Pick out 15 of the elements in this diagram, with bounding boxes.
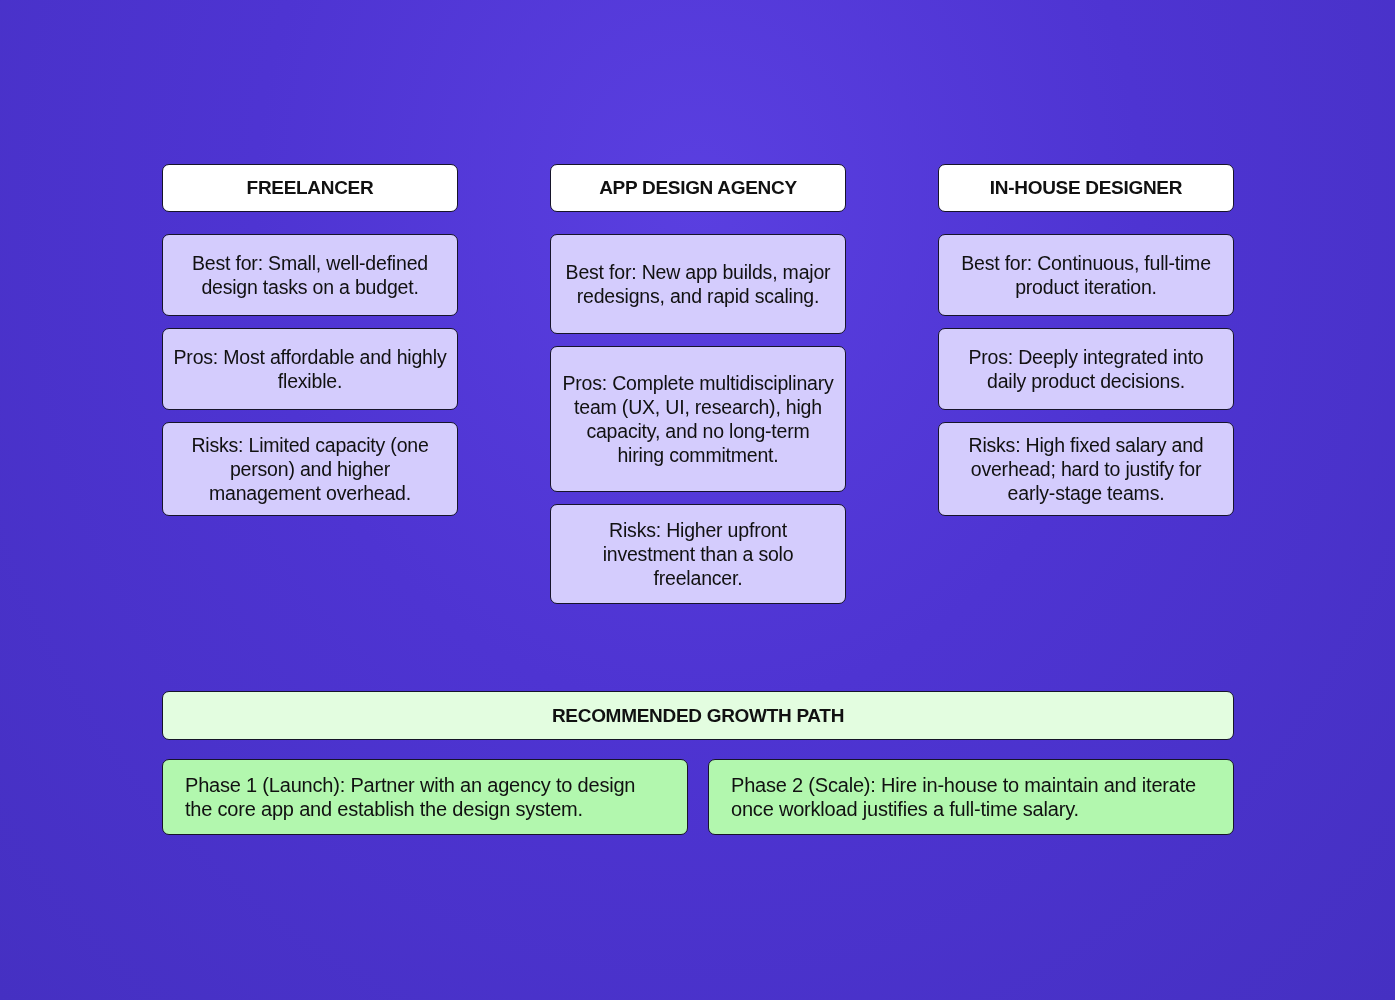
column-header: APP DESIGN AGENCY xyxy=(550,164,846,212)
phase-card: Phase 2 (Scale): Hire in-house to maintain and iterate once workload justifies a full-time salary. xyxy=(708,759,1234,835)
info-card: Best for: Continuous, full-time product iteration. xyxy=(938,234,1234,316)
info-card: Risks: Limited capacity (one person) and higher management overhead. xyxy=(162,422,458,516)
column-header: FREELANCER xyxy=(162,164,458,212)
section-header: RECOMMENDED GROWTH PATH xyxy=(162,691,1234,740)
phase-card: Phase 1 (Launch): Partner with an agency to design the core app and establish the design system. xyxy=(162,759,688,835)
info-card: Pros: Deeply integrated into daily product decisions. xyxy=(938,328,1234,410)
info-card: Pros: Most affordable and highly flexible. xyxy=(162,328,458,410)
info-card: Risks: Higher upfront investment than a solo freelancer. xyxy=(550,504,846,604)
info-card: Best for: Small, well-defined design tasks on a budget. xyxy=(162,234,458,316)
column-header: IN-HOUSE DESIGNER xyxy=(938,164,1234,212)
info-card: Pros: Complete multidisciplinary team (UX, UI, research), high capacity, and no long-term hiring commitment. xyxy=(550,346,846,492)
info-card: Best for: New app builds, major redesigns, and rapid scaling. xyxy=(550,234,846,334)
info-card: Risks: High fixed salary and overhead; hard to justify for early-stage teams. xyxy=(938,422,1234,516)
